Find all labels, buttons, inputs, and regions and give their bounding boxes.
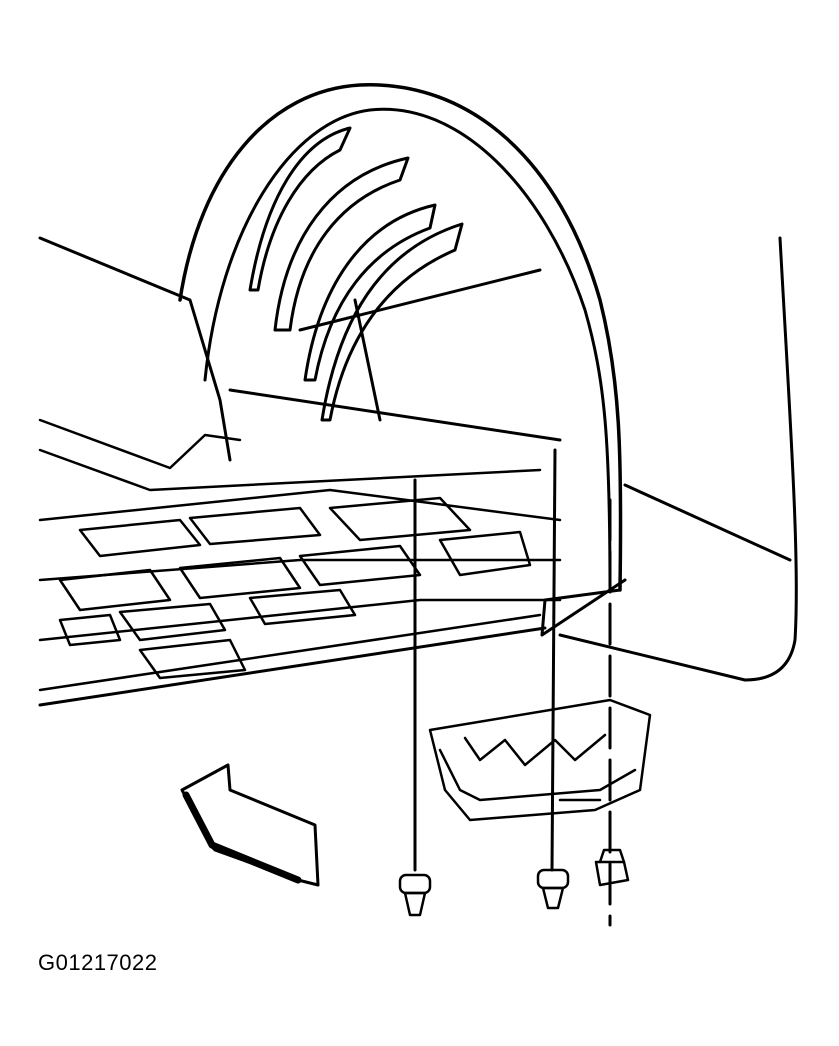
fender-wheel-opening xyxy=(178,83,627,637)
push-pin-retainer-icon xyxy=(398,873,432,917)
push-pin-retainer-icon xyxy=(536,868,570,910)
figure-code: G01217022 xyxy=(38,950,158,975)
body-side-panel xyxy=(558,236,798,682)
splash-shield xyxy=(428,698,652,822)
nut-fastener-icon xyxy=(594,848,630,887)
underbody-floor xyxy=(38,236,562,707)
direction-arrow-icon xyxy=(180,763,320,887)
fastener-leader-lines xyxy=(413,448,612,927)
